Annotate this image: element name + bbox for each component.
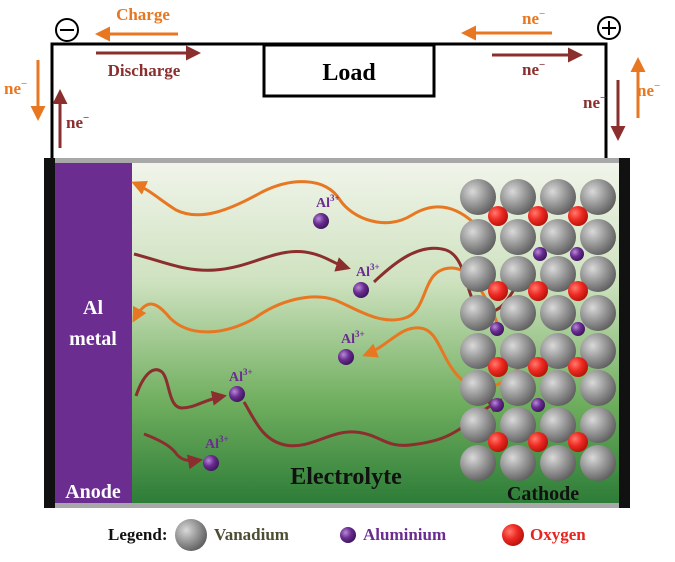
electrolyte-label: Electrolyte	[290, 464, 402, 490]
load-box: Load	[262, 43, 436, 98]
ne-left-discharge: ne−	[66, 112, 89, 132]
vanadium-atom	[580, 370, 616, 406]
al-ion-1: Al3+	[313, 193, 340, 229]
al-ion-5: Al3+	[203, 434, 229, 471]
vanadium-atom	[580, 295, 616, 331]
anode-material-line2: metal	[69, 328, 117, 350]
vanadium-atom	[540, 219, 576, 255]
vanadium-atom	[500, 333, 536, 369]
load-label: Load	[322, 60, 376, 86]
al-ion-3: Al3+	[338, 329, 365, 365]
vanadium-atom	[460, 256, 496, 292]
svg-text:Al3+: Al3+	[316, 193, 340, 211]
oxygen-atom	[528, 206, 548, 226]
vanadium-atom	[460, 179, 496, 215]
svg-text:Al3+: Al3+	[205, 434, 229, 452]
vanadium-atom	[580, 333, 616, 369]
oxygen-sphere-icon	[502, 524, 524, 546]
oxygen-atom	[528, 357, 548, 377]
vanadium-atom	[500, 256, 536, 292]
vanadium-atom	[540, 256, 576, 292]
oxygen-atom	[488, 432, 508, 452]
vanadium-atom	[500, 407, 536, 443]
ne-top-right-charge: ne−	[522, 8, 545, 28]
aluminium-atom	[490, 322, 504, 336]
discharge-label: Discharge	[108, 61, 181, 80]
ne-right-charge: ne−	[637, 80, 660, 100]
ne-right-discharge: ne−	[583, 92, 606, 112]
al-ion-2: Al3+	[353, 262, 380, 298]
oxygen-atom	[528, 432, 548, 452]
vanadium-sphere-icon	[175, 519, 207, 551]
ne-left-charge: ne−	[4, 78, 27, 98]
ne-top-right-discharge: ne−	[522, 59, 545, 79]
vanadium-atom	[500, 219, 536, 255]
anode: Al metal Anode	[55, 163, 132, 503]
oxygen-atom	[568, 281, 588, 301]
vanadium-atom	[460, 219, 496, 255]
aluminium-atom	[490, 398, 504, 412]
vanadium-atom	[580, 179, 616, 215]
discharge-path-3	[134, 368, 227, 410]
legend: Legend: Vanadium Aluminium Oxygen	[108, 519, 586, 551]
vanadium-atom	[540, 295, 576, 331]
vanadium-atom	[540, 370, 576, 406]
vanadium-atom	[580, 256, 616, 292]
charge-path-3	[362, 326, 528, 390]
cathode-lattice	[460, 179, 616, 481]
vanadium-atom	[500, 445, 536, 481]
vanadium-atom	[580, 445, 616, 481]
cathode-label: Cathode	[507, 483, 579, 505]
vanadium-atom	[500, 370, 536, 406]
anode-label: Anode	[65, 481, 121, 503]
aluminium-atom	[570, 247, 584, 261]
anode-material-line1: Al	[83, 297, 103, 319]
vanadium-atom	[540, 333, 576, 369]
oxygen-atom	[568, 206, 588, 226]
vanadium-atom	[540, 407, 576, 443]
charge-label: Charge	[116, 5, 170, 24]
vanadium-atom	[580, 407, 616, 443]
legend-oxygen-label: Oxygen	[530, 525, 586, 544]
aluminium-atom	[571, 322, 585, 336]
oxygen-atom	[568, 357, 588, 377]
vanadium-atom	[500, 179, 536, 215]
oxygen-atom	[488, 281, 508, 301]
positive-terminal-icon	[597, 16, 621, 40]
charge-path-2	[132, 266, 500, 334]
al-ion-4: Al3+	[229, 367, 253, 402]
vanadium-atom	[460, 295, 496, 331]
vanadium-atom	[460, 445, 496, 481]
vanadium-atom	[460, 407, 496, 443]
vanadium-atom	[540, 179, 576, 215]
vanadium-atom	[500, 295, 536, 331]
svg-text:Al3+: Al3+	[356, 262, 380, 280]
electrolyte-ions: Al3+ Al3+ Al3+ Al3+ Al3+	[203, 193, 380, 471]
vanadium-atom	[460, 333, 496, 369]
vanadium-atom	[460, 370, 496, 406]
oxygen-atom	[488, 206, 508, 226]
discharge-path-5	[143, 432, 203, 470]
aluminium-sphere-icon	[340, 527, 356, 543]
oxygen-atom	[488, 357, 508, 377]
charge-path-1	[131, 180, 494, 243]
svg-text:Al3+: Al3+	[341, 329, 365, 347]
vanadium-atom	[580, 219, 616, 255]
negative-terminal-icon	[55, 18, 79, 42]
aluminium-atom	[533, 247, 547, 261]
legend-vanadium-label: Vanadium	[214, 525, 289, 544]
aluminium-atom	[531, 398, 545, 412]
legend-title: Legend:	[108, 525, 168, 544]
legend-aluminium-label: Aluminium	[363, 525, 446, 544]
svg-text:Al3+: Al3+	[229, 367, 253, 385]
vanadium-atom	[540, 445, 576, 481]
discharge-path-1	[133, 249, 351, 272]
oxygen-atom	[568, 432, 588, 452]
oxygen-atom	[528, 281, 548, 301]
